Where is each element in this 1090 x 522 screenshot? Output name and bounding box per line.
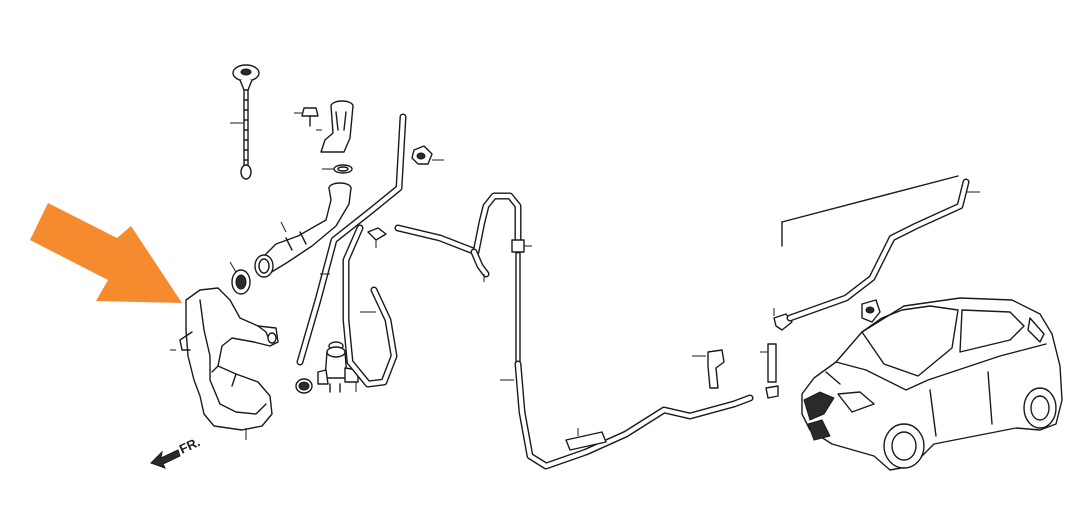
filler-neck-bolt[interactable] <box>294 107 319 127</box>
filler-grommet[interactable] <box>229 261 251 295</box>
dipstick-cap[interactable] <box>230 64 260 180</box>
rear-washer-hose[interactable] <box>781 175 980 322</box>
hose-clamp[interactable] <box>411 145 444 165</box>
car-outline <box>801 297 1063 471</box>
o-ring[interactable] <box>322 164 353 174</box>
washer-hose-front[interactable] <box>296 113 407 388</box>
front-direction-indicator: FR. <box>150 434 202 469</box>
fr-label: FR. <box>177 434 202 456</box>
filler-neck-upper[interactable] <box>316 100 354 153</box>
check-valve[interactable] <box>511 239 532 253</box>
rear-hose-connectors[interactable] <box>692 308 793 399</box>
orange-pointer-arrow <box>30 203 182 303</box>
hose-joint[interactable] <box>367 227 387 248</box>
filler-neck-lower[interactable] <box>254 182 352 278</box>
washer-reservoir-tank[interactable] <box>170 287 279 440</box>
pump-grommet[interactable] <box>295 378 313 394</box>
washer-hose-main[interactable] <box>394 192 754 470</box>
rear-washer-nozzle[interactable] <box>861 299 881 323</box>
hose-clip[interactable] <box>565 428 607 451</box>
